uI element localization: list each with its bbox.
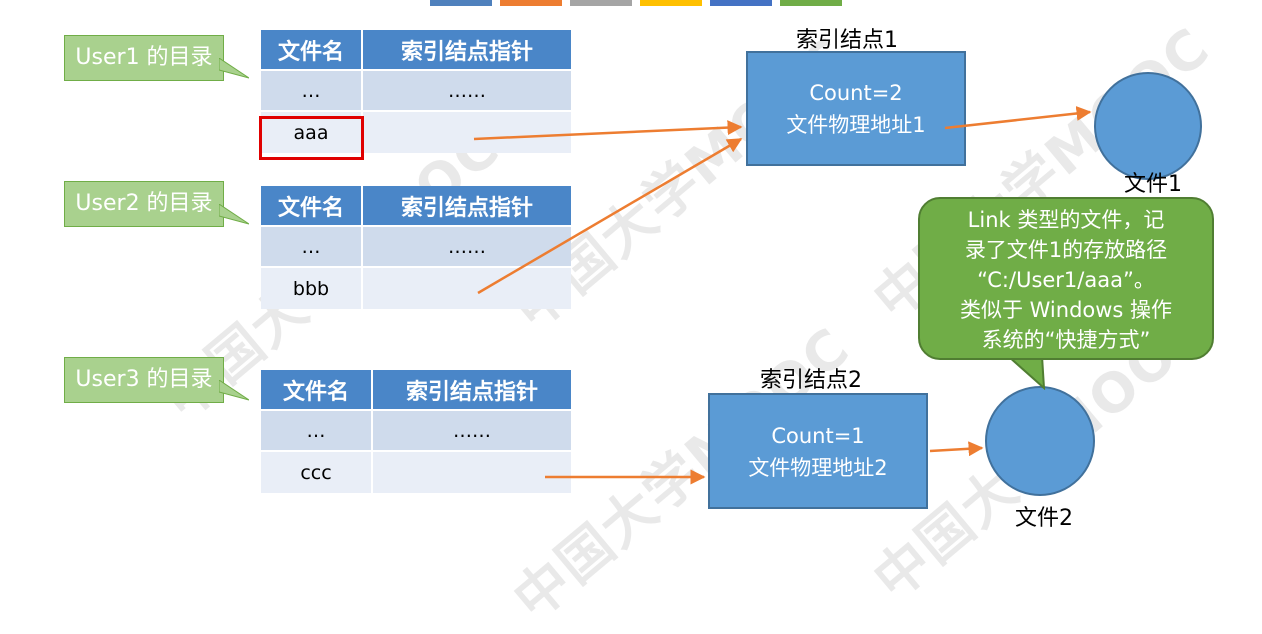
col-filename-header: 文件名	[261, 370, 373, 411]
inode1-title: 索引结点1	[796, 28, 898, 53]
file1-label: 文件1	[1124, 172, 1182, 197]
cell-inode-pointer: ……	[373, 411, 571, 452]
aaa-highlight-box	[259, 116, 364, 160]
inode2-box: Count=1 文件物理地址2	[708, 393, 928, 509]
user3-label: User3 的目录	[75, 367, 213, 392]
col-inode-pointer-header: 索引结点指针	[363, 30, 571, 71]
callout-tail	[219, 204, 249, 225]
cell-filename: …	[261, 411, 373, 452]
callout-tail	[219, 58, 249, 79]
user2-directory-table: 文件名 索引结点指针 … …… bbb	[261, 186, 571, 309]
header-strip-5	[710, 0, 772, 6]
bubble-line: 录了文件1的存放路径	[964, 238, 1168, 262]
cell-inode-pointer	[363, 112, 571, 153]
user2-label: User2 的目录	[75, 191, 213, 216]
inode1-box: Count=2 文件物理地址1	[746, 51, 966, 166]
user1-label-callout: User1 的目录	[64, 35, 249, 81]
cell-filename-bbb: bbb	[261, 268, 363, 309]
header-strip-2	[500, 0, 562, 6]
user1-directory-table: 文件名 索引结点指针 … …… aaa	[261, 30, 571, 153]
inode2-address: 文件物理地址2	[748, 456, 888, 480]
cell-inode-pointer	[363, 268, 571, 309]
header-strip-1	[430, 0, 492, 6]
cell-inode-pointer: ……	[363, 71, 571, 112]
arrow-inode2-to-file2	[929, 441, 984, 457]
arrow-aaa-to-inode1	[473, 120, 743, 141]
bubble-line: Link 类型的文件，记	[967, 208, 1165, 232]
header-strip-6	[780, 0, 842, 6]
bubble-line: 类似于 Windows 操作	[959, 298, 1173, 322]
arrows-layer	[473, 106, 1092, 485]
user2-label-callout: User2 的目录	[64, 181, 249, 227]
header-strip-4	[640, 0, 702, 6]
inode1-count: Count=2	[809, 81, 903, 105]
arrow-inode1-to-file1	[944, 106, 1092, 130]
user1-label: User1 的目录	[75, 45, 213, 70]
file2-circle	[985, 386, 1095, 496]
inode2-title: 索引结点2	[760, 368, 862, 393]
cell-filename: …	[261, 71, 363, 112]
user3-label-callout: User3 的目录	[64, 357, 249, 403]
callout-tail	[219, 380, 249, 401]
col-inode-pointer-header: 索引结点指针	[373, 370, 571, 411]
cell-inode-pointer	[373, 452, 571, 493]
arrow-bbb-to-inode1	[477, 137, 743, 295]
inode1-address: 文件物理地址1	[786, 113, 926, 137]
file2-label: 文件2	[1015, 506, 1073, 531]
col-filename-header: 文件名	[261, 30, 363, 71]
bubble-line: “C:/User1/aaa”。	[977, 268, 1155, 292]
bubble-line: 系统的“快捷方式”	[981, 328, 1151, 352]
user3-directory-table: 文件名 索引结点指针 … …… ccc	[261, 370, 571, 493]
link-file-speech-bubble: Link 类型的文件，记 录了文件1的存放路径 “C:/User1/aaa”。 …	[918, 197, 1214, 360]
col-filename-header: 文件名	[261, 186, 363, 227]
file1-circle	[1094, 72, 1202, 180]
inode2-count: Count=1	[771, 424, 865, 448]
cell-filename: …	[261, 227, 363, 268]
header-strip-3	[570, 0, 632, 6]
cell-filename-ccc: ccc	[261, 452, 373, 493]
cell-inode-pointer: ……	[363, 227, 571, 268]
col-inode-pointer-header: 索引结点指针	[363, 186, 571, 227]
